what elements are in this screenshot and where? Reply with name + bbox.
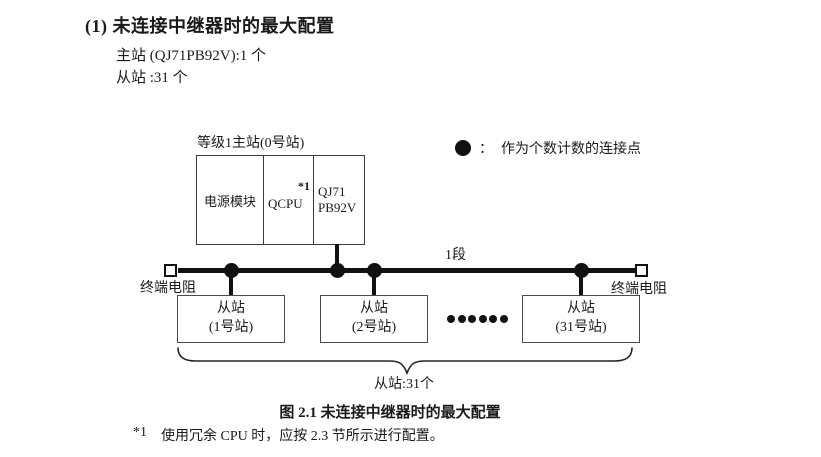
terminator-left-label: 终端电阻 — [140, 281, 196, 296]
legend: ： 作为个数计数的连接点 — [455, 138, 641, 158]
master-drop-line — [335, 244, 339, 270]
cpu-footnote-ref: *1 — [298, 179, 310, 193]
slaves-brace-label: 从站:31个 — [374, 377, 434, 392]
slave2-line1: 从站 — [360, 301, 388, 317]
connection-point-slave2 — [367, 263, 382, 278]
slave1-line1: 从站 — [217, 301, 245, 317]
power-module-cell: 电源模块 — [197, 156, 264, 244]
legend-label: 作为个数计数的连接点 — [501, 142, 641, 157]
terminator-right-icon — [635, 264, 648, 277]
connection-point-icon — [455, 140, 471, 156]
interface-module-cell: QJ71 PB92V — [314, 156, 363, 244]
ellipsis-dot — [478, 315, 487, 323]
ellipsis-dot — [489, 315, 497, 323]
ellipsis-dot — [468, 315, 476, 323]
slaves-brace — [177, 347, 633, 376]
master-station-label: 等级1主站(0号站) — [197, 136, 305, 151]
ellipsis-dots — [447, 315, 510, 323]
slave-count-line: 从站 :31 个 — [116, 70, 188, 86]
footnote: *1 使用冗余 CPU 时，应按 2.3 节所示进行配置。 — [133, 425, 444, 445]
footnote-ref: *1 — [133, 425, 147, 440]
figure-caption: 图 2.1 未连接中继器时的最大配置 — [279, 405, 501, 421]
master-station-box: 电源模块 *1 QCPU QJ71 PB92V — [196, 155, 365, 245]
segment-label: 1段 — [445, 248, 466, 263]
section-title: (1) 未连接中继器时的最大配置 — [85, 16, 335, 36]
slave31-line2: (31号站) — [555, 320, 607, 335]
footnote-text: 使用冗余 CPU 时，应按 2.3 节所示进行配置。 — [161, 429, 444, 444]
power-module-label: 电源模块 — [203, 193, 256, 209]
interface-module-line1: QJ71 — [318, 183, 346, 199]
cpu-label: QCPU — [268, 196, 303, 211]
slave31-drop-line — [579, 271, 583, 296]
slave-station-31-box: 从站 (31号站) — [522, 295, 640, 343]
slave2-drop-line — [372, 271, 376, 296]
interface-module-line2: PB92V — [318, 200, 357, 215]
connection-point-master — [330, 263, 345, 278]
bus-line — [178, 268, 635, 273]
connection-point-slave1 — [224, 263, 239, 278]
terminator-left-icon — [164, 264, 177, 277]
slave1-line2: (1号站) — [208, 320, 254, 335]
ellipsis-dot — [457, 315, 466, 323]
cpu-cell: *1 QCPU — [264, 156, 314, 244]
legend-separator: ： — [479, 142, 493, 157]
connection-point-slave31 — [574, 263, 589, 278]
slave1-drop-line — [229, 271, 233, 296]
slave2-line2: (2号站) — [351, 320, 397, 335]
ellipsis-dot — [447, 315, 455, 323]
slave31-line1: 从站 — [567, 301, 595, 317]
master-count-line: 主站 (QJ71PB92V):1 个 — [116, 48, 267, 64]
ellipsis-dot — [499, 315, 508, 323]
terminator-right-label: 终端电阻 — [611, 282, 667, 297]
slave-station-1-box: 从站 (1号站) — [177, 295, 285, 343]
slave-station-2-box: 从站 (2号站) — [320, 295, 428, 343]
